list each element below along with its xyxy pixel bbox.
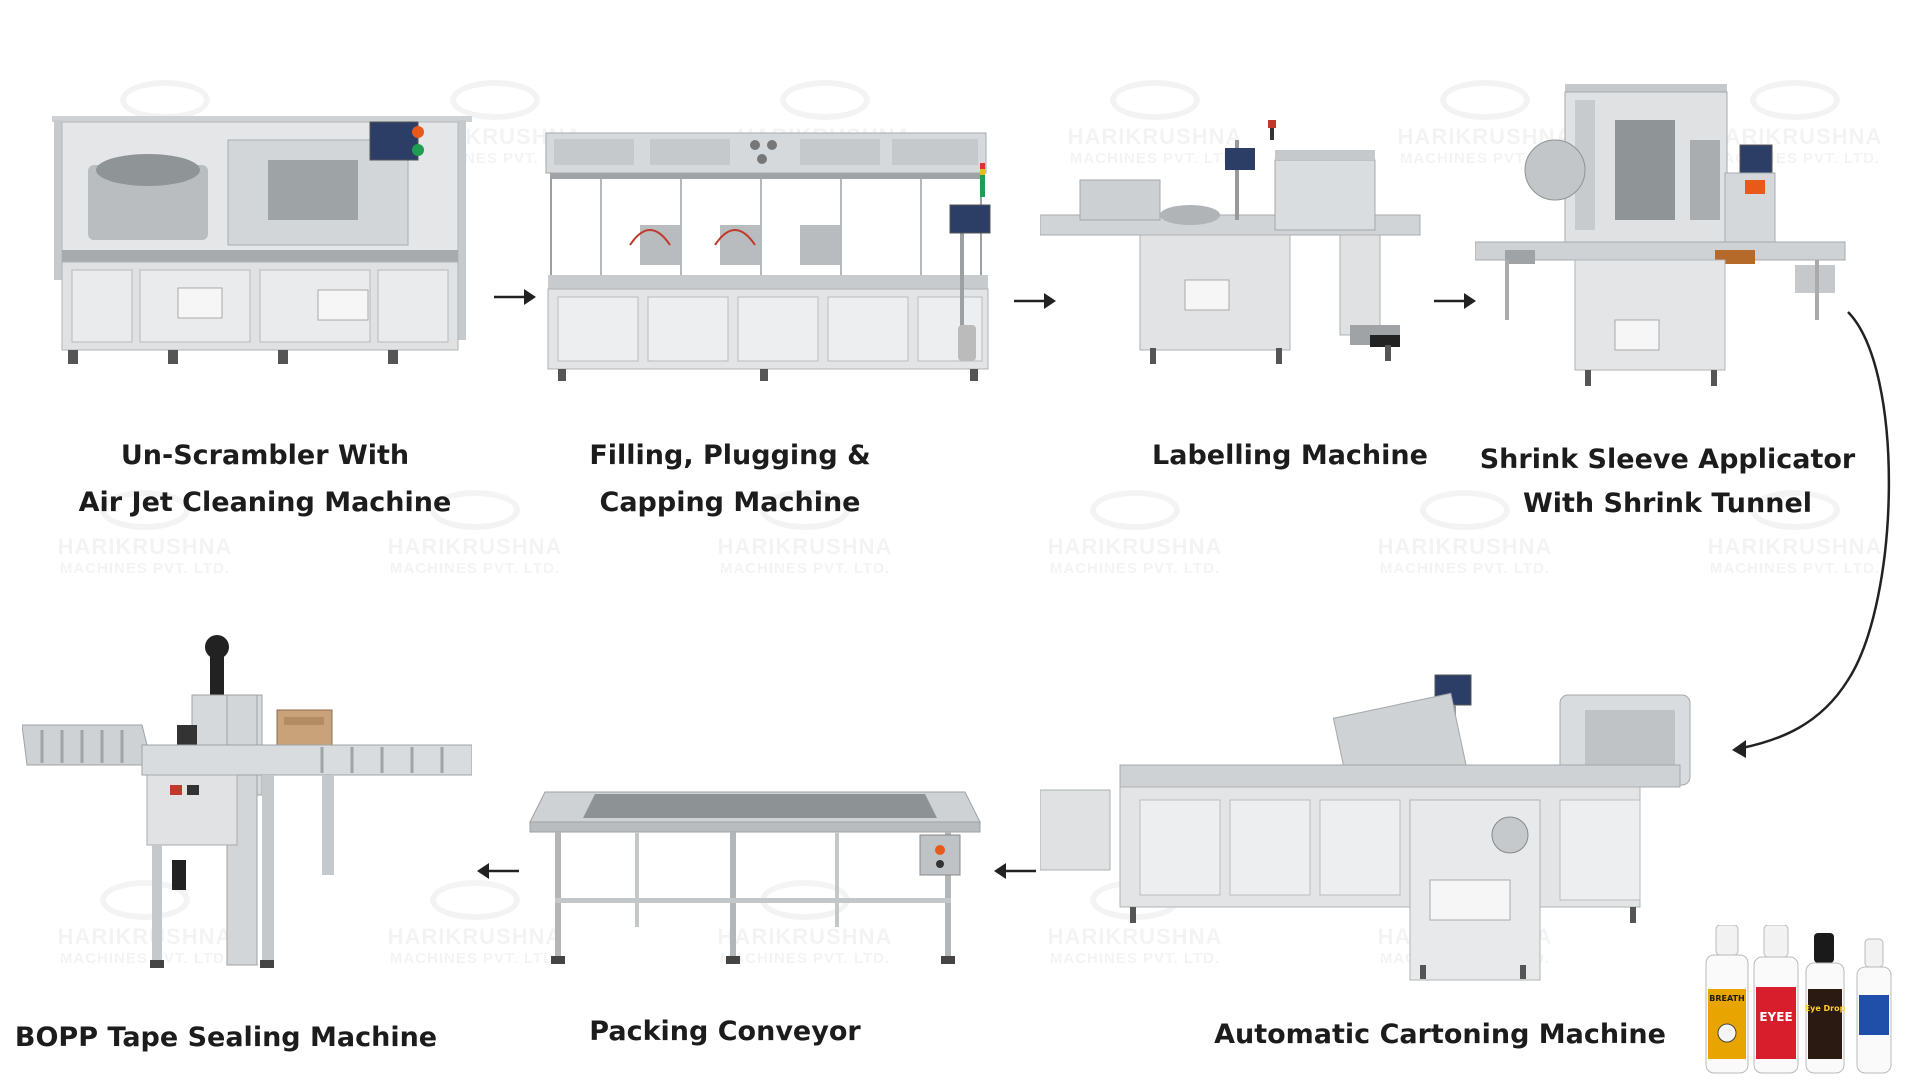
caption-unscrambler: Un-Scrambler With Air Jet Cleaning Machi… bbox=[60, 432, 470, 526]
watermark: HARIKRUSHNAMACHINES PVT. LTD. bbox=[1040, 490, 1230, 577]
caption-line: Capping Machine bbox=[599, 487, 861, 518]
bottle-label-text: Eye Drop bbox=[1805, 1004, 1846, 1013]
packing-conveyor-image bbox=[525, 780, 985, 970]
caption-line: BOPP Tape Sealing Machine bbox=[14, 1022, 438, 1053]
flow-arrow-right bbox=[492, 286, 538, 308]
caption-line: Packing Conveyor bbox=[589, 1016, 861, 1047]
caption-labelling: Labelling Machine bbox=[1110, 432, 1470, 479]
caption-line: Filling, Plugging & bbox=[589, 440, 871, 471]
flow-arrow-curved bbox=[1700, 300, 1910, 770]
bottle-label-text: EYEE bbox=[1759, 1010, 1792, 1024]
caption-conveyor: Packing Conveyor bbox=[560, 1008, 890, 1055]
caption-filling: Filling, Plugging & Capping Machine bbox=[540, 432, 920, 526]
flow-arrow-right bbox=[1012, 290, 1058, 312]
product-bottles-image: BREATH EYEE Eye Drop bbox=[1700, 925, 1905, 1075]
unscrambler-machine-image bbox=[48, 110, 478, 370]
caption-line: Air Jet Cleaning Machine bbox=[78, 487, 452, 518]
flow-arrow-left bbox=[992, 860, 1038, 882]
bottle-label-text: BREATH bbox=[1709, 994, 1744, 1003]
caption-line: Un-Scrambler With bbox=[120, 440, 410, 471]
caption-line: With Shrink Tunnel bbox=[1522, 488, 1813, 519]
bottle-label bbox=[1859, 995, 1889, 1035]
bopp-sealer-machine-image bbox=[22, 635, 472, 975]
cartoning-machine-image bbox=[1040, 665, 1720, 985]
caption-cartoning: Automatic Cartoning Machine bbox=[1200, 1011, 1680, 1058]
bottle-label bbox=[1808, 989, 1842, 1059]
bottle-label bbox=[1756, 987, 1796, 1059]
shrink-sleeve-machine-image bbox=[1475, 80, 1875, 400]
filling-machine-image bbox=[540, 125, 1010, 383]
flow-arrow-left bbox=[475, 860, 521, 882]
caption-line: Shrink Sleeve Applicator bbox=[1479, 444, 1856, 475]
caption-shrink: Shrink Sleeve Applicator With Shrink Tun… bbox=[1455, 438, 1880, 526]
caption-line: Automatic Cartoning Machine bbox=[1214, 1019, 1666, 1050]
caption-bopp: BOPP Tape Sealing Machine bbox=[0, 1014, 452, 1061]
flow-arrow-right bbox=[1432, 290, 1478, 312]
labelling-machine-image bbox=[1040, 120, 1430, 370]
caption-line: Labelling Machine bbox=[1152, 440, 1428, 471]
